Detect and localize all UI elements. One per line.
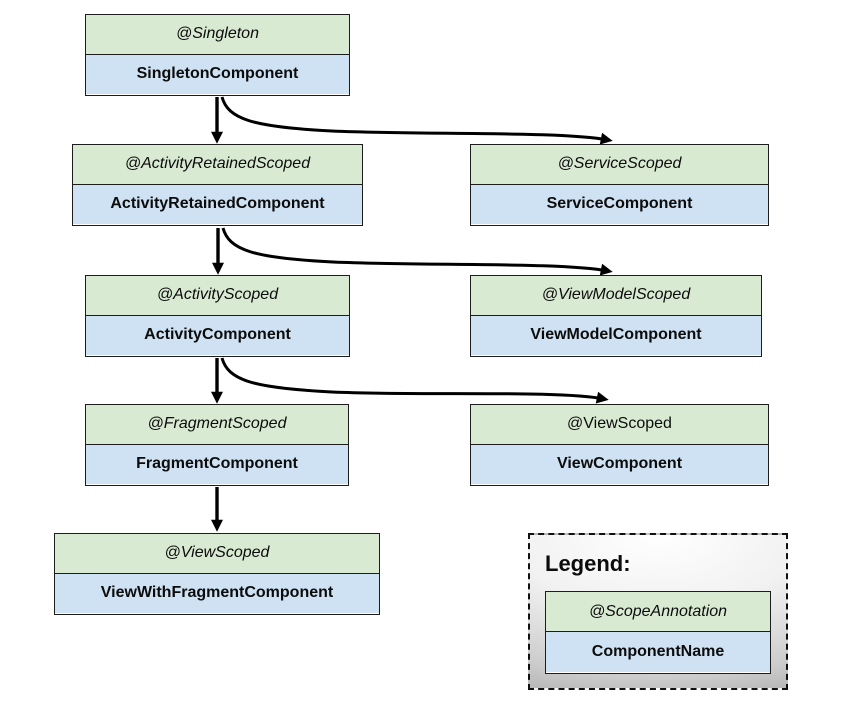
scope-annotation-label: @ActivityScoped (86, 276, 349, 316)
component-name-label: SingletonComponent (86, 54, 349, 94)
scope-annotation-label: @FragmentScoped (86, 405, 348, 445)
arrow-activityretained-to-viewmodel (221, 227, 613, 276)
component-name-label: ActivityComponent (86, 315, 349, 355)
component-name-label: ViewWithFragmentComponent (55, 573, 379, 613)
node-service-component: @ServiceScoped ServiceComponent (470, 144, 769, 226)
legend-title: Legend: (545, 551, 631, 576)
node-view-component: @ViewScoped ViewComponent (470, 404, 769, 486)
node-fragment-component: @FragmentScoped FragmentComponent (85, 404, 349, 486)
component-name-label: ServiceComponent (471, 184, 768, 224)
component-name-label: ViewModelComponent (471, 315, 761, 355)
scope-annotation-label: @Singleton (86, 15, 349, 55)
scope-annotation-label: @ViewScoped (55, 534, 379, 574)
node-singleton-component: @Singleton SingletonComponent (85, 14, 350, 96)
scope-annotation-label: @ServiceScoped (471, 145, 768, 185)
arrow-singleton-to-service (220, 96, 613, 145)
legend-scope-annotation-label: @ScopeAnnotation (546, 592, 770, 632)
node-activity-component: @ActivityScoped ActivityComponent (85, 275, 350, 357)
node-activity-retained-component: @ActivityRetainedScoped ActivityRetained… (72, 144, 363, 226)
legend-box: Legend: @ScopeAnnotation ComponentName (528, 533, 788, 690)
scope-annotation-label: @ActivityRetainedScoped (73, 145, 362, 185)
arrow-activity-to-view (220, 357, 609, 404)
legend-example-node: @ScopeAnnotation ComponentName (545, 591, 771, 674)
node-view-with-fragment-component: @ViewScoped ViewWithFragmentComponent (54, 533, 380, 615)
legend-component-name-label: ComponentName (546, 632, 770, 672)
component-name-label: ActivityRetainedComponent (73, 184, 362, 224)
component-name-label: ViewComponent (471, 444, 768, 484)
scope-annotation-label: @ViewModelScoped (471, 276, 761, 316)
node-viewmodel-component: @ViewModelScoped ViewModelComponent (470, 275, 762, 357)
component-name-label: FragmentComponent (86, 444, 348, 484)
scope-annotation-label: @ViewScoped (471, 405, 768, 445)
